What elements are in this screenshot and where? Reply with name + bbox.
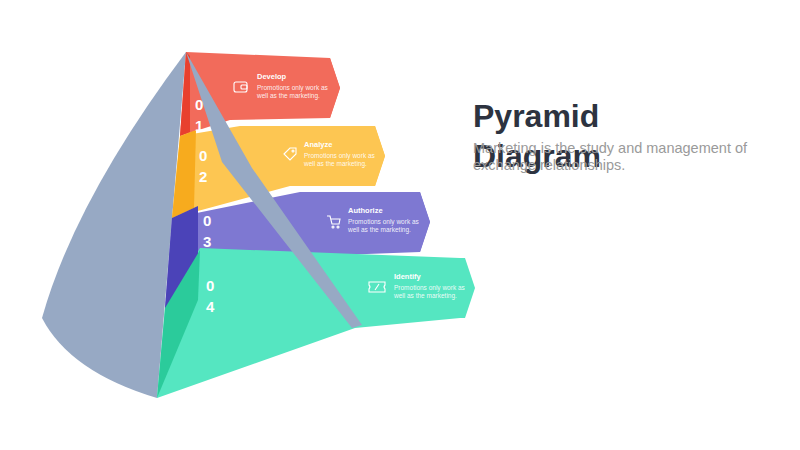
band-heading: Analyze [304, 140, 382, 149]
band-arrow [300, 192, 430, 252]
band-texts: DevelopPromotions only work as well as t… [257, 72, 335, 100]
step-number: 01 [195, 94, 205, 136]
diagram-caption: Marketing is the study and management of… [473, 140, 758, 174]
face-shade [180, 52, 190, 136]
band-heading: Identify [394, 272, 472, 281]
band-description: Promotions only work as well as the mark… [257, 84, 335, 100]
band-heading: Develop [257, 72, 335, 81]
band-arrow [240, 126, 385, 186]
band-description: Promotions only work as well as the mark… [304, 152, 382, 168]
band-heading: Authorize [348, 206, 426, 215]
wallet-icon [234, 82, 247, 92]
diagram-title: Pyramid Diagram [473, 96, 643, 176]
band-texts: AuthorizePromotions only work as well as… [348, 206, 426, 234]
band-description: Promotions only work as well as the mark… [348, 218, 426, 234]
tag-icon [284, 148, 296, 160]
pyramid-face [180, 52, 340, 136]
band-texts: AnalyzePromotions only work as well as t… [304, 140, 382, 168]
step-number: 04 [206, 275, 216, 317]
pyramid-edge [186, 52, 362, 328]
cart-icon [327, 216, 340, 228]
face-shade [157, 250, 200, 398]
pyramid-band: DevelopPromotions only work as well as t… [190, 58, 340, 118]
coupon-icon [369, 282, 385, 292]
band-arrow [340, 258, 475, 318]
pyramid-band: AnalyzePromotions only work as well as t… [240, 126, 385, 186]
band-texts: IdentifyPromotions only work as well as … [394, 272, 472, 300]
band-arrow [190, 58, 340, 118]
band-description: Promotions only work as well as the mark… [394, 284, 472, 300]
pyramid-band: IdentifyPromotions only work as well as … [340, 258, 475, 318]
face-shade [172, 130, 196, 218]
step-number: 02 [199, 145, 209, 187]
pyramid-band: AuthorizePromotions only work as well as… [300, 192, 430, 252]
step-number: 03 [203, 210, 213, 252]
